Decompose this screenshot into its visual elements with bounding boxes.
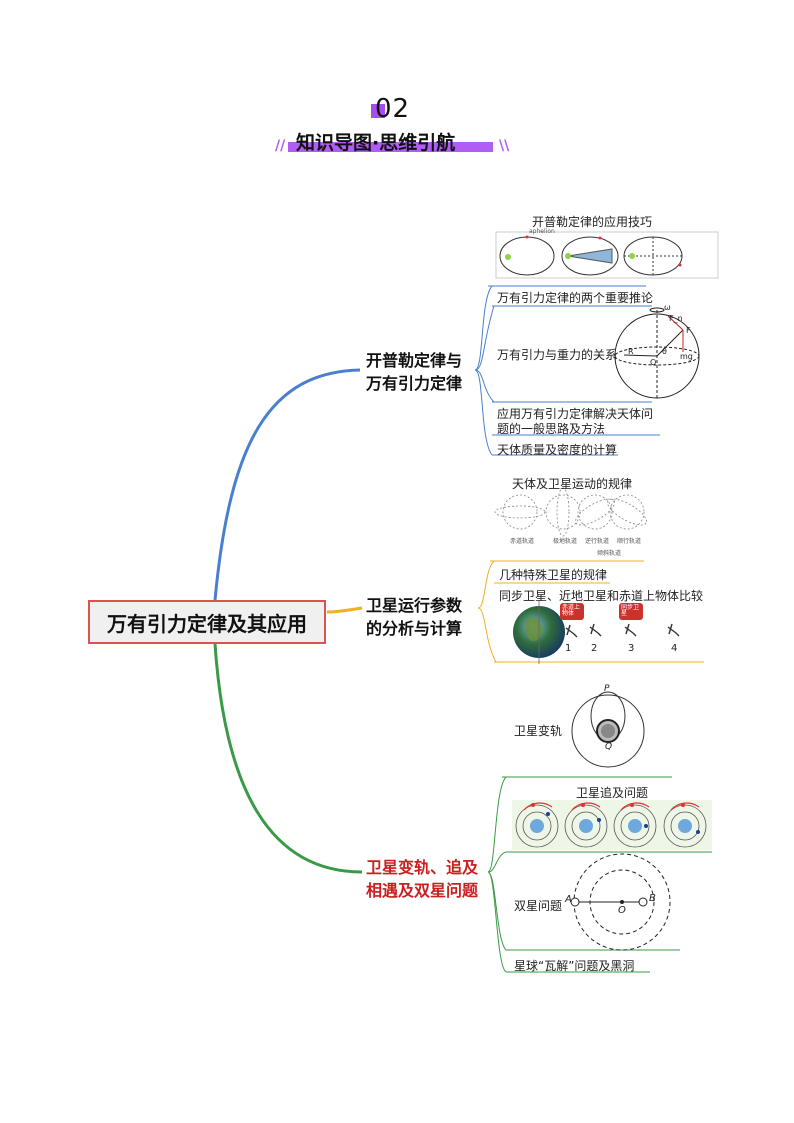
satellite-number-1: 1 [565, 643, 572, 654]
branch2-connector [326, 606, 363, 614]
binary-star-figure [570, 853, 671, 951]
section-number-accent [371, 104, 385, 118]
equator-object-tag [560, 603, 584, 620]
branch-orbit-change-line1: 卫星变轨、追及 [366, 858, 479, 877]
leaf-general-method-2: 题的一般思路及方法 [497, 422, 606, 436]
label-theta: θ [662, 347, 667, 356]
section-title: 知识导图·思维引航 [296, 132, 456, 154]
title-decoration-left: // [275, 138, 286, 154]
branch3-connector [213, 643, 363, 874]
point-o-label: O [618, 905, 626, 916]
branch-kepler-line2: 万有引力定律 [366, 374, 463, 393]
tag-equator-object-text: 赤道上物体 [562, 604, 581, 617]
satellite-icons [565, 623, 680, 638]
point-p-label: P [604, 684, 610, 694]
tag-synchronous-text: 同步卫星 [621, 604, 640, 617]
branch-satellite-params-label: 卫星运行参数 的分析与计算 [366, 594, 462, 640]
leaf-special-satellites: 几种特殊卫星的规律 [499, 568, 608, 582]
leaf-binary-star: 双星问题 [514, 899, 563, 913]
branch-kepler-label: 开普勒定律与 万有引力定律 [366, 349, 462, 395]
leaf-two-corollaries: 万有引力定律的两个重要推论 [497, 291, 654, 305]
leaf-orbit-transfer: 卫星变轨 [514, 724, 563, 738]
branch1-bracket [474, 285, 660, 456]
branch-satellite-line1: 卫星运行参数 [366, 596, 463, 615]
label-fn: F_n [669, 314, 683, 323]
orbit-type-caption: 倾斜轨道 [597, 550, 622, 557]
leaf-satellite-comparison: 同步卫星、近地卫星和赤道上物体比较 [499, 589, 704, 603]
label-f: F [686, 326, 691, 335]
leaf-gravity-relation: 万有引力与重力的关系 [497, 348, 618, 362]
point-b-label: B [649, 893, 656, 904]
kepler-aphelion-label: aphelion [529, 228, 555, 235]
branch1-connector [213, 368, 361, 601]
point-q-label: Q [605, 742, 613, 752]
root-topic: 万有引力定律及其应用 [88, 600, 326, 644]
branch-orbit-change-line2: 相遇及双星问题 [366, 881, 479, 900]
title-decoration-right: \\ [499, 138, 510, 154]
title-highlight-bar [288, 142, 493, 152]
orbit-type-retrograde: 逆行轨道 [585, 538, 610, 545]
kepler-ellipses-figure [495, 231, 719, 279]
orbit-type-equatorial: 赤道轨道 [510, 538, 535, 545]
label-mg: mg [680, 352, 693, 361]
leaf-star-collapse: 星球“瓦解”问题及黑洞 [514, 959, 635, 973]
earth-gravity-sphere-figure [614, 307, 700, 399]
label-omega: ω [664, 303, 671, 312]
label-o: O [650, 358, 657, 367]
section-number: 02 [375, 94, 411, 124]
point-a-label: A [565, 894, 572, 905]
branch3-bracket [487, 776, 712, 973]
leaf-pursuit: 卫星追及问题 [576, 786, 649, 800]
kepler-heading: 开普勒定律的应用技巧 [532, 215, 653, 229]
orbit-transfer-figure [571, 691, 645, 768]
orbit-type-polar: 极地轨道 [553, 538, 578, 545]
orbit-rules-heading: 天体及卫星运动的规律 [512, 477, 633, 491]
branch-satellite-line2: 的分析与计算 [366, 619, 463, 638]
branch2-bracket [477, 560, 704, 663]
synchronous-satellite-tag [619, 603, 643, 620]
pursuit-diagrams-figure [512, 800, 712, 850]
satellite-number-3: 3 [628, 643, 635, 654]
satellite-number-2: 2 [591, 643, 598, 654]
leaf-general-method-1: 应用万有引力定律解决天体问 [497, 407, 654, 421]
branch-orbit-change-label: 卫星变轨、追及 相遇及双星问题 [366, 856, 478, 902]
orbit-types-figure [494, 487, 647, 537]
branch-kepler-line1: 开普勒定律与 [366, 351, 463, 370]
leaf-mass-density: 天体质量及密度的计算 [497, 443, 618, 457]
satellite-number-4: 4 [671, 643, 678, 654]
label-r: R [628, 347, 634, 356]
orbit-type-prograde: 顺行轨道 [617, 538, 642, 545]
